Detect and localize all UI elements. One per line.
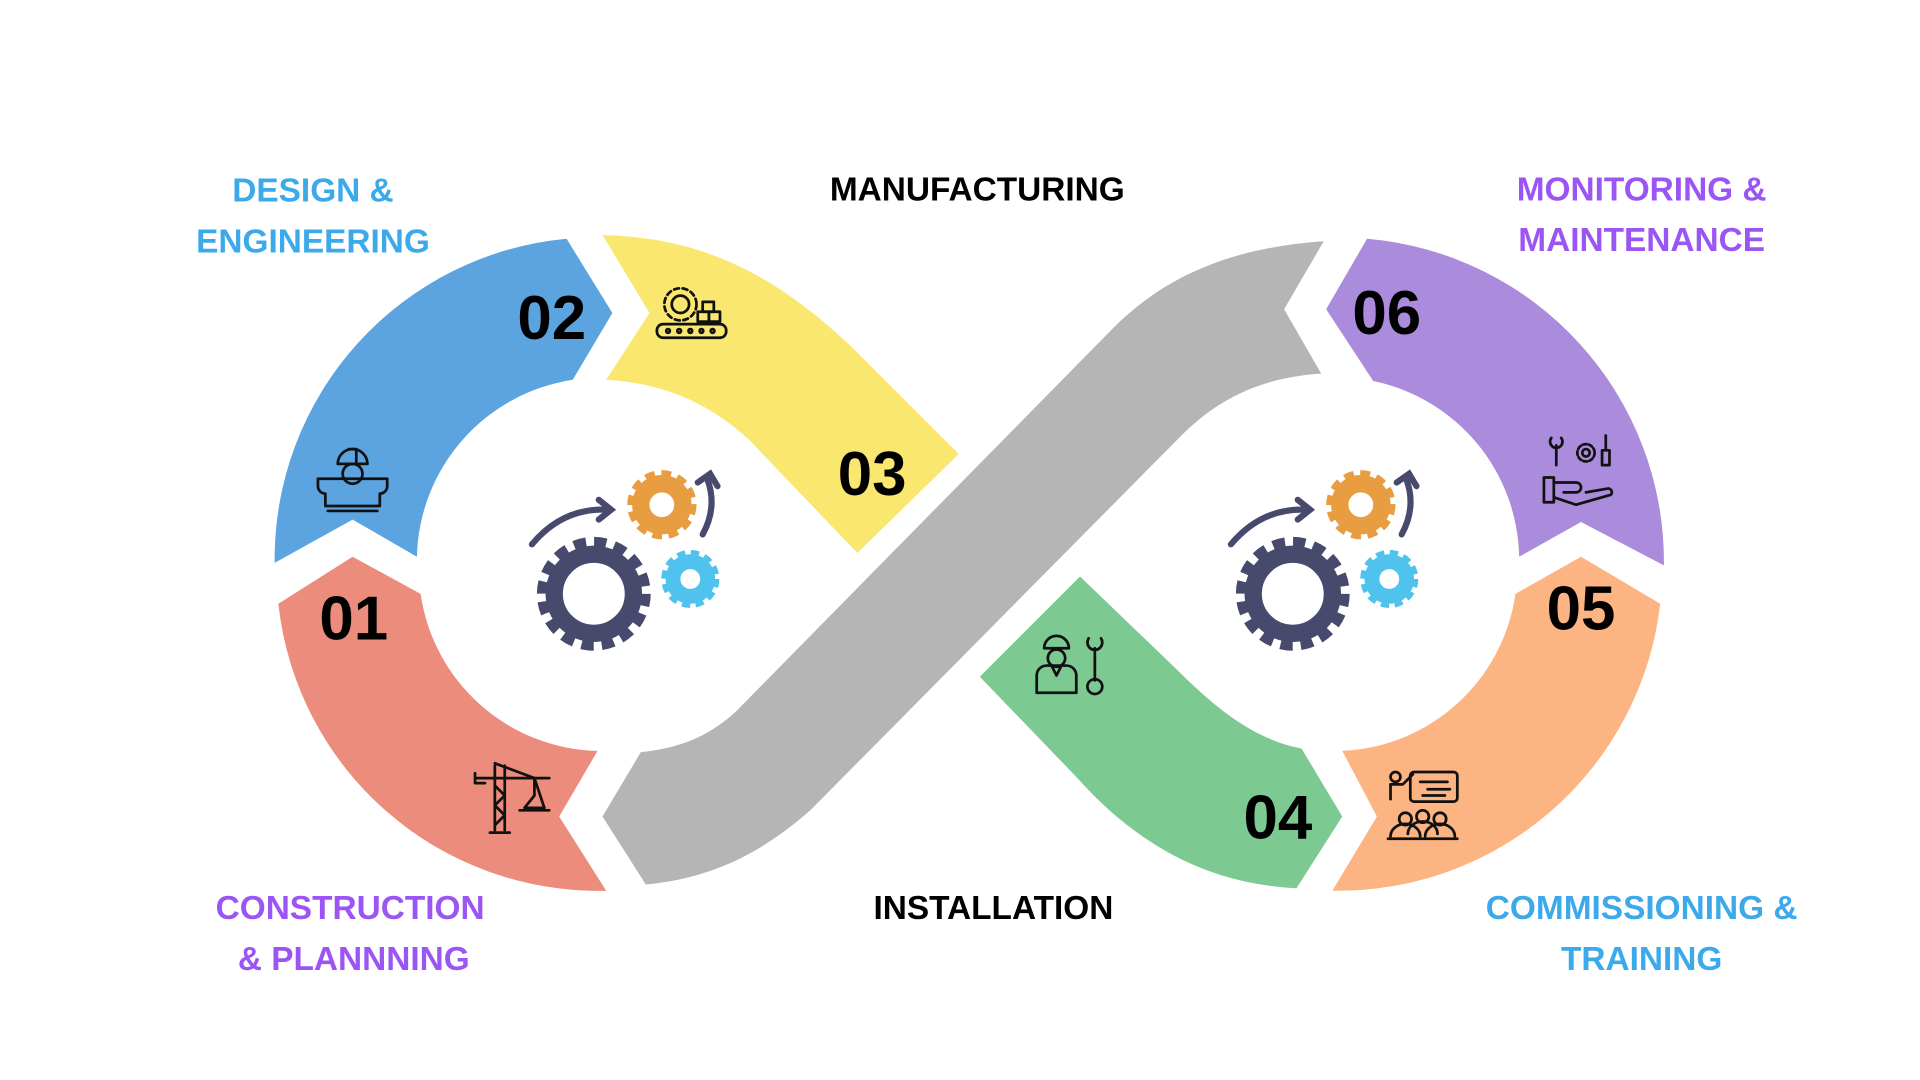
worker-wrench-icon bbox=[1035, 634, 1104, 696]
gears-cycle-icon bbox=[1231, 474, 1417, 643]
label-01-line1: CONSTRUCTION bbox=[216, 890, 485, 927]
gears-cycle-icon bbox=[532, 474, 718, 643]
label-02-line1: DESIGN & bbox=[232, 173, 393, 210]
step-number-02: 02 bbox=[517, 284, 586, 353]
label-05-line2: TRAINING bbox=[1561, 941, 1722, 978]
connector-band-mid bbox=[736, 327, 1182, 811]
segment-05 bbox=[1332, 556, 1661, 891]
label-01-line2: & PLANNNING bbox=[238, 941, 470, 978]
crane-icon bbox=[473, 761, 551, 834]
engineer-blueprint-icon bbox=[316, 447, 389, 513]
label-02-line2: ENGINEERING bbox=[196, 223, 430, 260]
hand-tools-icon bbox=[1542, 434, 1614, 507]
step-number-04: 04 bbox=[1244, 784, 1313, 853]
label-05-line1: COMMISSIONING & bbox=[1486, 890, 1798, 927]
step-number-03: 03 bbox=[838, 440, 907, 509]
step-number-06: 06 bbox=[1352, 279, 1421, 348]
label-06-line2: MAINTENANCE bbox=[1518, 222, 1765, 259]
label-04: INSTALLATION bbox=[873, 890, 1113, 927]
step-number-05: 05 bbox=[1547, 575, 1616, 644]
conveyor-gear-icon bbox=[655, 286, 728, 340]
presentation-icon bbox=[1386, 770, 1459, 841]
step-number-01: 01 bbox=[319, 585, 388, 654]
label-06-line1: MONITORING & bbox=[1517, 171, 1767, 208]
label-03: MANUFACTURING bbox=[830, 171, 1125, 208]
segment-04 bbox=[979, 576, 1343, 889]
